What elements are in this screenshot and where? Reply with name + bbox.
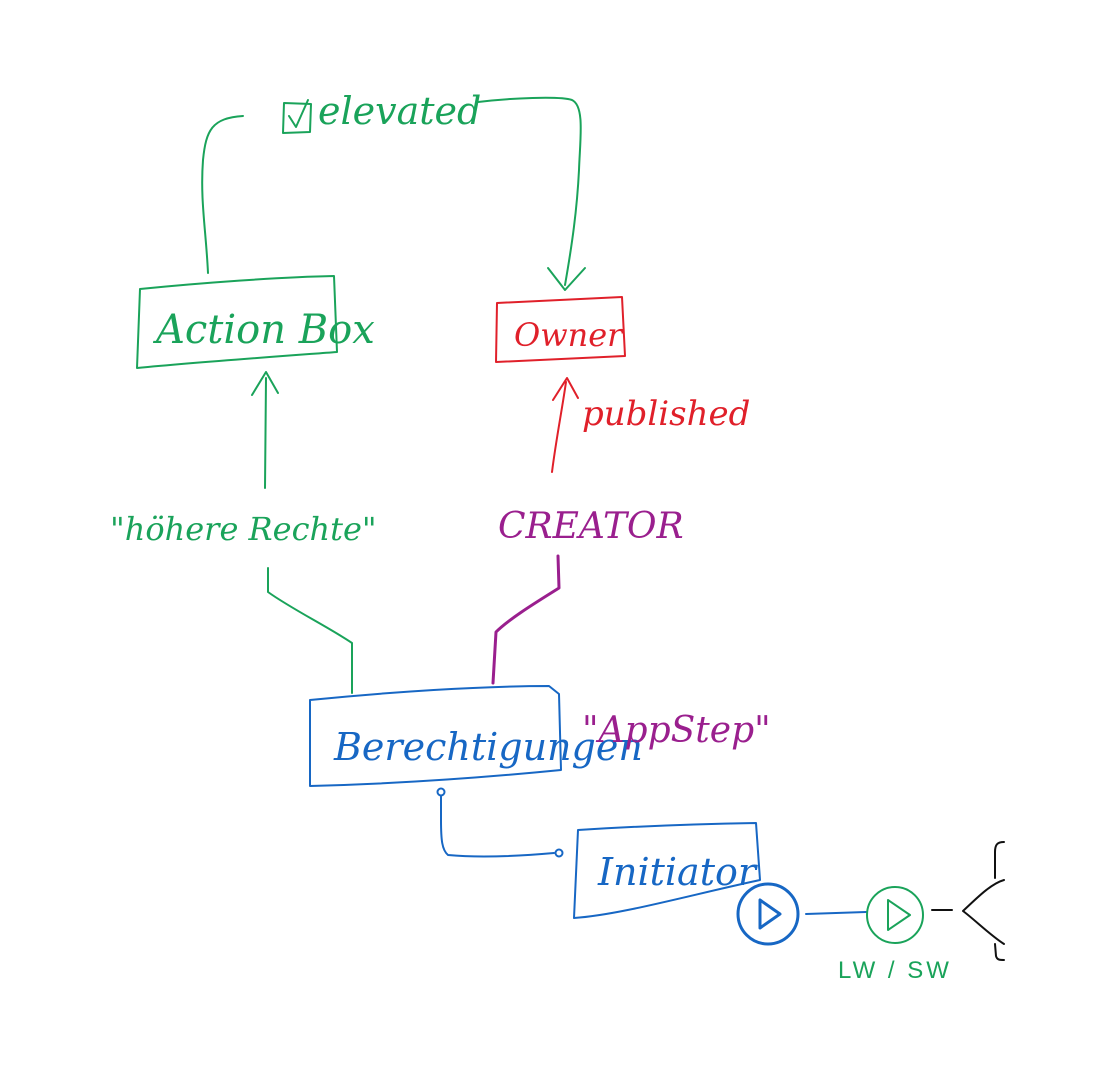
hoehere-rechte-label: "höhere Rechte"	[110, 510, 377, 548]
owner-label: Owner	[514, 316, 624, 354]
published-arrow	[551, 377, 579, 473]
initiator-node: Initiator	[573, 822, 761, 919]
hoehere-rechte-connector	[267, 567, 353, 694]
berechtigungen-node: Berechtigungen	[309, 685, 643, 787]
initiator-connector	[436, 787, 564, 858]
berechtigungen-label: Berechtigungen	[333, 725, 643, 769]
lwsw-label: LW / SW	[838, 957, 952, 984]
elevated-connector	[201, 96, 586, 291]
elevated-label: elevated	[318, 89, 481, 133]
hoehere-rechte-arrow	[251, 371, 279, 489]
published-label: published	[582, 394, 750, 434]
action-box-label: Action Box	[152, 307, 375, 353]
checked-checkbox-icon	[282, 99, 312, 134]
lwsw-play-icon	[866, 886, 924, 944]
owner-node: Owner	[495, 296, 626, 363]
creator-label: CREATOR	[498, 506, 684, 547]
branch-icon	[931, 841, 1005, 961]
lwsw-connector	[805, 911, 867, 915]
action-box-node: Action Box	[136, 275, 375, 369]
initiator-play-icon	[736, 882, 800, 946]
creator-connector	[491, 554, 561, 685]
initiator-label: Initiator	[597, 850, 759, 894]
appstep-label: "AppStep"	[582, 710, 771, 751]
